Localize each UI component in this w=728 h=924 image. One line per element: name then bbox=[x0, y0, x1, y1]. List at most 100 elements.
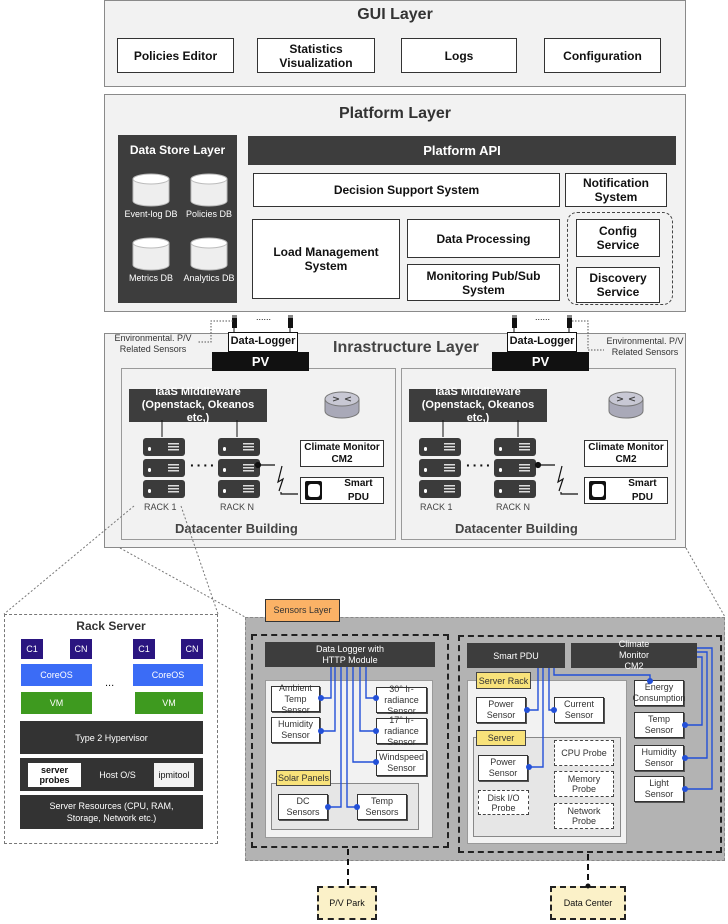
memory-probe[interactable]: Memory Probe bbox=[554, 771, 614, 797]
env-sensors-label-right: Environmental. P/V Related Sensors bbox=[606, 336, 684, 357]
datacenter-building-label: Datacenter Building bbox=[455, 521, 578, 536]
server-power-sensor[interactable]: Power Sensor bbox=[478, 755, 528, 781]
panel-temp-sensors[interactable]: Temp Sensors bbox=[357, 794, 407, 820]
light-sensor[interactable]: Light Sensor bbox=[634, 776, 684, 802]
power-outlet-icon bbox=[589, 481, 606, 500]
rackn-server-2[interactable] bbox=[494, 459, 536, 477]
coreos-left[interactable]: CoreOS bbox=[21, 664, 92, 686]
climate-temp-sensor[interactable]: Temp Sensor bbox=[634, 712, 684, 738]
smart-pdu-1[interactable]: Smart PDU bbox=[300, 477, 384, 504]
rack1-server-1[interactable] bbox=[143, 438, 185, 456]
rack1-server-3[interactable] bbox=[143, 480, 185, 498]
climate-monitor-title: Climate Monitor bbox=[588, 441, 664, 453]
rackn-server-1[interactable] bbox=[494, 438, 536, 456]
energy-consumption-sensor[interactable]: Energy Consumption bbox=[633, 680, 686, 706]
services-group bbox=[567, 212, 673, 305]
container-cn-left[interactable]: CN bbox=[70, 639, 92, 659]
smart-pdu-2[interactable]: Smart PDU bbox=[584, 477, 668, 504]
pv-sensors-group bbox=[251, 634, 449, 848]
vm-right[interactable]: VM bbox=[135, 692, 203, 714]
gui-statistics-visualization[interactable]: Statistics Visualization bbox=[257, 38, 375, 73]
ipmitool[interactable]: ipmitool bbox=[154, 763, 194, 787]
rack-power-sensor[interactable]: Power Sensor bbox=[476, 697, 526, 723]
host-os[interactable]: server probes Host O/S ipmitool bbox=[20, 758, 203, 791]
metrics-db-label: Metrics DB bbox=[128, 273, 173, 283]
climate-monitor-2[interactable]: Climate Monitor CM2 bbox=[584, 440, 668, 467]
type2-hypervisor[interactable]: Type 2 Hypervisor bbox=[20, 721, 203, 754]
metrics-db-icon bbox=[132, 237, 170, 271]
climate-humidity-sensor[interactable]: Humidity Sensor bbox=[634, 745, 684, 771]
power-outlet-icon bbox=[305, 481, 322, 500]
smart-pdu-label: Smart PDU bbox=[344, 477, 373, 503]
humidity-sensor-pv[interactable]: Humidity Sensor bbox=[271, 717, 320, 743]
solar-panels-tag: Solar Panels bbox=[276, 770, 331, 786]
sensors-layer-tag: Sensors Layer bbox=[265, 599, 340, 622]
smart-pdu-sensor-hub[interactable]: Smart PDU bbox=[467, 643, 565, 668]
load-management-system[interactable]: Load Management System bbox=[252, 219, 400, 299]
rackn-server-3[interactable] bbox=[218, 480, 260, 498]
server-probes[interactable]: server probes bbox=[28, 763, 81, 787]
iaas-middleware-title: IaaS Middleware bbox=[155, 386, 241, 398]
data-processing[interactable]: Data Processing bbox=[407, 219, 560, 258]
config-service[interactable]: Config Service bbox=[576, 219, 660, 257]
container-c1-right[interactable]: C1 bbox=[133, 639, 155, 659]
rackn-server-3[interactable] bbox=[494, 480, 536, 498]
cpu-probe[interactable]: CPU Probe bbox=[554, 740, 614, 766]
monitoring-pubsub-system[interactable]: Monitoring Pub/Sub System bbox=[407, 264, 560, 301]
pv-park-site[interactable]: P/V Park bbox=[317, 886, 377, 920]
vm-left[interactable]: VM bbox=[21, 692, 92, 714]
iaas-middleware-2[interactable]: IaaS Middleware (Openstack, Okeanos etc,… bbox=[409, 386, 547, 424]
iaas-middleware-1[interactable]: IaaS Middleware (Openstack, Okeanos etc,… bbox=[129, 386, 267, 424]
platform-api[interactable]: Platform API bbox=[248, 136, 676, 165]
climate-monitor-model: CM2 bbox=[331, 453, 353, 465]
iaas-middleware-title: IaaS Middleware bbox=[435, 386, 521, 398]
rack-ellipsis: ···· bbox=[466, 457, 493, 473]
gui-logs[interactable]: Logs bbox=[401, 38, 517, 73]
dc-sensors-group bbox=[458, 635, 722, 853]
data-store-layer: Data Store Layer Event-log DB Policies D… bbox=[118, 135, 237, 303]
platform-layer: Platform Layer Data Store Layer Event-lo… bbox=[104, 94, 686, 312]
host-os-label: Host O/S bbox=[99, 770, 136, 780]
notification-system[interactable]: Notification System bbox=[565, 173, 667, 207]
rack-current-sensor[interactable]: Current Sensor bbox=[554, 697, 604, 723]
infrastructure-layer-title: Inrastructure Layer bbox=[333, 339, 479, 356]
data-logger-right[interactable]: Data-Logger bbox=[507, 332, 577, 352]
rack-server-title: Rack Server bbox=[76, 619, 146, 633]
decision-support-system[interactable]: Decision Support System bbox=[253, 173, 560, 207]
rack1-server-1[interactable] bbox=[419, 438, 461, 456]
data-center-site[interactable]: Data Center bbox=[550, 886, 626, 920]
rackn-label: RACK N bbox=[220, 502, 255, 512]
climate-monitor-title: Climate Monitor bbox=[304, 441, 380, 453]
gui-policies-editor[interactable]: Policies Editor bbox=[117, 38, 234, 73]
pv-right[interactable]: PV bbox=[492, 352, 589, 371]
ambient-temp-sensor[interactable]: Ambient Temp Sensor bbox=[271, 683, 320, 715]
rack1-label: RACK 1 bbox=[420, 502, 453, 512]
climate-monitor-1[interactable]: Climate Monitor CM2 bbox=[300, 440, 384, 467]
rack1-server-2[interactable] bbox=[143, 459, 185, 477]
rack1-server-3[interactable] bbox=[419, 480, 461, 498]
data-logger-left[interactable]: Data-Logger bbox=[228, 332, 298, 352]
container-c1-left[interactable]: C1 bbox=[21, 639, 43, 659]
pv-left[interactable]: PV bbox=[212, 352, 309, 371]
rackn-server-2[interactable] bbox=[218, 459, 260, 477]
climate-monitor-sensor-hub[interactable]: Climate Monitor CM2 bbox=[571, 639, 697, 671]
server-resources[interactable]: Server Resources (CPU, RAM, Storage, Net… bbox=[20, 795, 203, 829]
dc-sensors[interactable]: DC Sensors bbox=[278, 794, 328, 820]
iaas-middleware-subtitle: (Openstack, Okeanos etc,) bbox=[421, 399, 535, 424]
rack1-server-2[interactable] bbox=[419, 459, 461, 477]
disk-io-probe[interactable]: Disk I/O Probe bbox=[478, 790, 529, 815]
discovery-service[interactable]: Discovery Service bbox=[576, 267, 660, 303]
windspeed-sensor[interactable]: Windspeed Sensor bbox=[376, 750, 427, 776]
data-logger-http-module[interactable]: Data Logger with HTTP Module bbox=[265, 642, 435, 667]
irradiance-17-sensor[interactable]: 17° Ir-radiance Sensor bbox=[376, 715, 427, 747]
sensor-plug-icon bbox=[232, 315, 237, 328]
env-sensors-label-left: Environmental. P/V Related Sensors bbox=[114, 333, 192, 354]
coreos-right[interactable]: CoreOS bbox=[133, 664, 203, 686]
network-probe[interactable]: Network Probe bbox=[554, 803, 614, 829]
sensor-plug-icon bbox=[567, 315, 572, 328]
irradiance-30-sensor[interactable]: 30° Ir-radiance Sensor bbox=[376, 684, 427, 716]
container-cn-right[interactable]: CN bbox=[181, 639, 203, 659]
sensor-plug-icon bbox=[288, 315, 293, 328]
gui-configuration[interactable]: Configuration bbox=[544, 38, 661, 73]
rackn-server-1[interactable] bbox=[218, 438, 260, 456]
